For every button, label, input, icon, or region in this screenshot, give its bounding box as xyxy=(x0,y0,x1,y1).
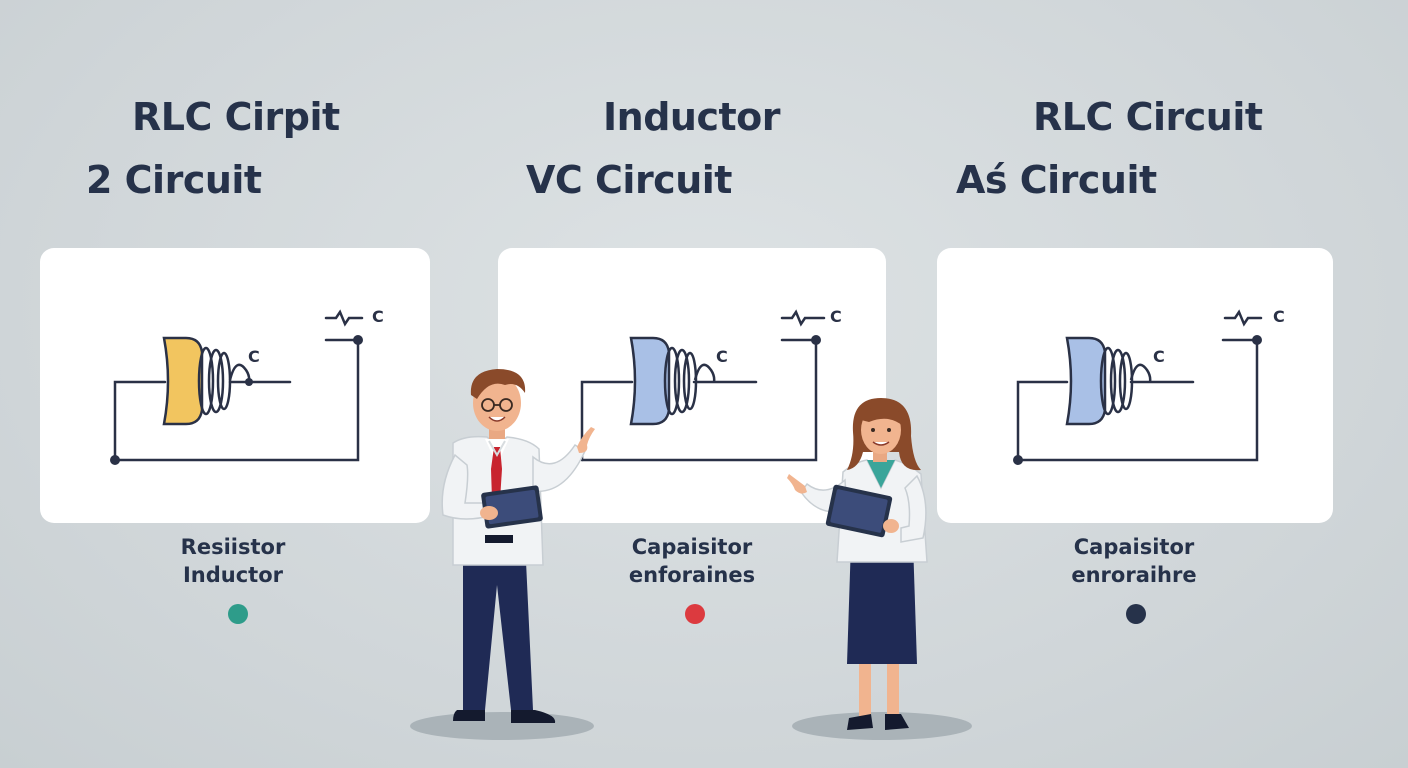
panel-2-caption-line-1: Capaisitor xyxy=(631,535,753,559)
panel-2-dot xyxy=(685,604,705,624)
capacitor-label-3: C xyxy=(1273,307,1285,326)
panel-1-caption-line-2: Inductor xyxy=(182,563,284,587)
coil-label-3: C xyxy=(1153,347,1165,366)
panel-3-caption-line-1: Capaisitor xyxy=(1073,535,1195,559)
inductor-body-2 xyxy=(629,336,671,426)
panel-3-subtitle: Aś Circuit xyxy=(956,158,1157,202)
inductor-body-3 xyxy=(1065,336,1107,426)
panel-1-caption-line-1: Resiistor xyxy=(180,535,286,559)
circuit-diagram-2: C C xyxy=(580,307,842,462)
panel-3-dot xyxy=(1126,604,1146,624)
circuit-card-3: C C xyxy=(937,248,1333,523)
panel-2-title: Inductor xyxy=(603,95,780,139)
panel-2-caption: Capaisitor enforaines xyxy=(572,533,812,589)
capacitor-label-2: C xyxy=(830,307,842,326)
coil-label-1: C xyxy=(248,347,260,366)
panel-1-title: RLC Cirpit xyxy=(132,95,340,139)
circuit-diagram-3: C C xyxy=(1013,307,1285,465)
male-scientist-illustration xyxy=(405,365,605,745)
panel-3-title: RLC Circuit xyxy=(1033,95,1263,139)
circuit-card-1: C C xyxy=(40,248,430,523)
panel-2-caption-line-2: enforaines xyxy=(628,563,756,587)
female-scientist-illustration xyxy=(785,392,980,744)
panel-2-subtitle: VC Circuit xyxy=(526,158,732,202)
circuit-diagram-1: C C xyxy=(110,307,384,465)
coil-label-2: C xyxy=(716,347,728,366)
panel-1-caption: Resiistor Inductor xyxy=(113,533,353,589)
capacitor-label-1: C xyxy=(372,307,384,326)
panel-3-caption-line-2: enroraihre xyxy=(1071,563,1197,587)
panel-1-subtitle: 2 Circuit xyxy=(86,158,262,202)
panel-1-dot xyxy=(228,604,248,624)
panel-3-caption: Capaisitor enroraihre xyxy=(1014,533,1254,589)
inductor-body-1 xyxy=(162,336,204,426)
